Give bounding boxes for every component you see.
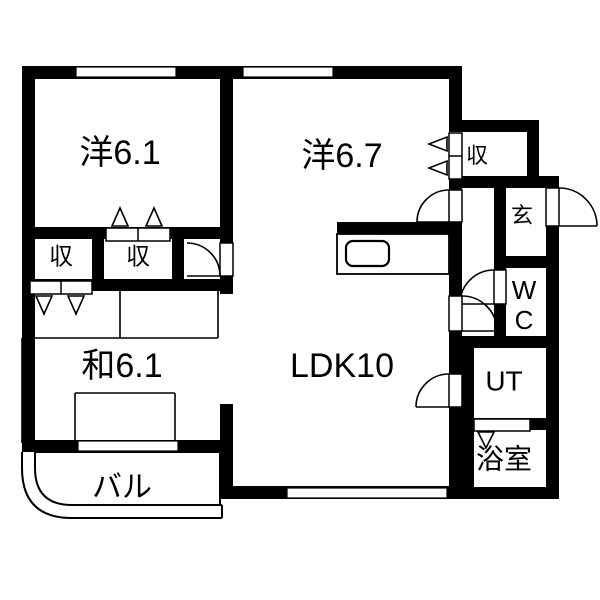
door-nw-room-to-hall[interactable]	[186, 242, 234, 277]
room-label-closet-north-east: 収	[466, 143, 488, 168]
wall-center-lower	[220, 404, 233, 496]
room-label-western-6-7: 洋6.7	[301, 137, 382, 175]
kitchen-counter	[336, 222, 450, 275]
window-north-west-room	[75, 66, 177, 78]
wall-wc-bottom	[462, 336, 559, 348]
room-label-closet-west-b: 収	[126, 243, 150, 270]
wall-closet-right	[172, 227, 184, 279]
sliding-door-group	[29, 132, 531, 450]
room-label-toilet-c: C	[515, 305, 534, 335]
room-label-closet-west-a: 収	[49, 243, 73, 270]
sliding-closet-north-east[interactable]	[426, 132, 463, 180]
kitchen-sink-basin	[344, 239, 391, 268]
door-ldk-to-ut[interactable]	[415, 373, 463, 408]
room-label-balcony: バル	[92, 471, 152, 504]
wall-ne-room-right-upper	[449, 66, 462, 130]
kitchen-back-wall	[337, 222, 449, 234]
window-north-east-room	[242, 66, 334, 78]
room-label-toilet-w: W	[512, 275, 537, 305]
wall-center-upper	[220, 66, 233, 243]
wall-entrance-left	[494, 188, 506, 256]
wall-closet-ne-top	[449, 120, 539, 132]
room-label-japanese-6-1: 和6.1	[81, 347, 162, 385]
wall-hall-ut-joint	[449, 336, 462, 348]
room-label-group: 洋6.1 洋6.7 和6.1 LDK10 バル 収 収 収 玄 W C UT 浴…	[49, 134, 537, 504]
room-label-utility: UT	[485, 365, 522, 396]
room-label-ldk: LDK10	[290, 347, 394, 385]
wall-center-mid	[220, 276, 233, 294]
room-label-bathroom: 浴室	[476, 443, 532, 474]
wall-closet-divider	[92, 227, 104, 279]
room-label-western-6-1: 洋6.1	[79, 134, 160, 172]
wall-hall-top-right	[184, 279, 220, 291]
wall-closet-ne-bottom	[449, 176, 539, 188]
sliding-closet-west-b[interactable]	[105, 206, 171, 242]
balcony-outline	[21, 451, 223, 519]
door-hall-to-ldk[interactable]	[448, 295, 498, 332]
window-japanese-room-south	[77, 440, 179, 452]
wall-entrance-bottom	[494, 256, 559, 268]
wall-bathroom-bottom	[462, 487, 559, 499]
window-ldk-south	[286, 487, 448, 499]
door-entrance-main[interactable]	[545, 187, 598, 227]
wall-japanese-left-stub	[22, 332, 35, 344]
sliding-closet-west-a[interactable]	[29, 280, 93, 316]
sliding-bathroom[interactable]	[473, 418, 531, 450]
swing-door-group	[186, 187, 598, 408]
wall-right-top-stub	[539, 176, 559, 188]
room-label-entrance: 玄	[511, 203, 533, 228]
wall-closet-ne-right	[527, 120, 539, 188]
wall-left-exterior	[22, 66, 35, 452]
